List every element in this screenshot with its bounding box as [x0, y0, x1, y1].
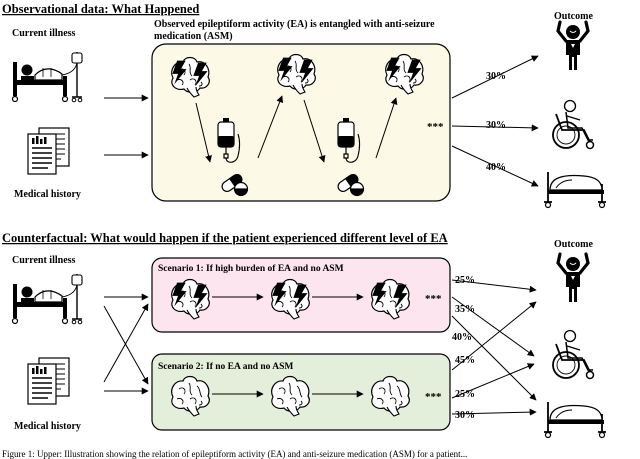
scenario1-ellipsis: ***: [425, 293, 442, 305]
obs-current-illness-label: Current illness: [12, 28, 76, 39]
obs-percent-healthy: 30%: [486, 71, 506, 82]
deceased-bed-icon: [543, 401, 607, 439]
obs-medical-history-label: Medical history: [14, 189, 81, 200]
observational-header: Observational data: What Happened: [2, 2, 199, 16]
observed-ea-box: [151, 43, 451, 202]
scenario2-percent-healthy: 45%: [455, 355, 475, 366]
wheelchair-icon: [552, 329, 595, 380]
cf-current-illness-label: Current illness: [12, 255, 76, 266]
healthy-person-icon: [556, 20, 590, 72]
healthy-person-icon: [556, 252, 590, 304]
cf-outcome-label: Outcome: [554, 239, 593, 250]
wheelchair-icon: [552, 99, 595, 150]
scenario1-percent-wheelchair: 35%: [455, 304, 475, 315]
deceased-bed-icon: [543, 171, 607, 209]
figure-caption: Figure 1: Upper: Illustration showing th…: [2, 449, 467, 459]
scenario2-title: Scenario 2: If no EA and no ASM: [158, 362, 293, 372]
medical-records-icon: [27, 357, 70, 405]
scenario1-percent-deceased: 40%: [452, 332, 472, 343]
hospital-bed-icon: [11, 51, 83, 103]
counterfactual-header: Counterfactual: What would happen if the…: [2, 231, 448, 245]
medical-records-icon: [27, 127, 70, 175]
scenario2-ellipsis: ***: [425, 391, 442, 403]
obs-percent-wheelchair: 30%: [486, 120, 506, 131]
scenario2-percent-wheelchair: 25%: [455, 389, 475, 400]
obs-ellipsis: ***: [427, 121, 444, 133]
obs-box-title-line1: Observed epileptiform activity (EA) is e…: [154, 19, 435, 30]
hospital-bed-icon: [11, 273, 83, 325]
obs-percent-deceased: 40%: [486, 162, 506, 173]
obs-outcome-label: Outcome: [554, 11, 593, 22]
scenario1-percent-healthy: 25%: [455, 275, 475, 286]
scenario1-title: Scenario 1: If high burden of EA and no …: [158, 264, 344, 274]
cf-medical-history-label: Medical history: [14, 421, 81, 432]
obs-box-title-line2: medication (ASM): [154, 31, 233, 42]
scenario2-percent-deceased: 30%: [455, 410, 475, 421]
